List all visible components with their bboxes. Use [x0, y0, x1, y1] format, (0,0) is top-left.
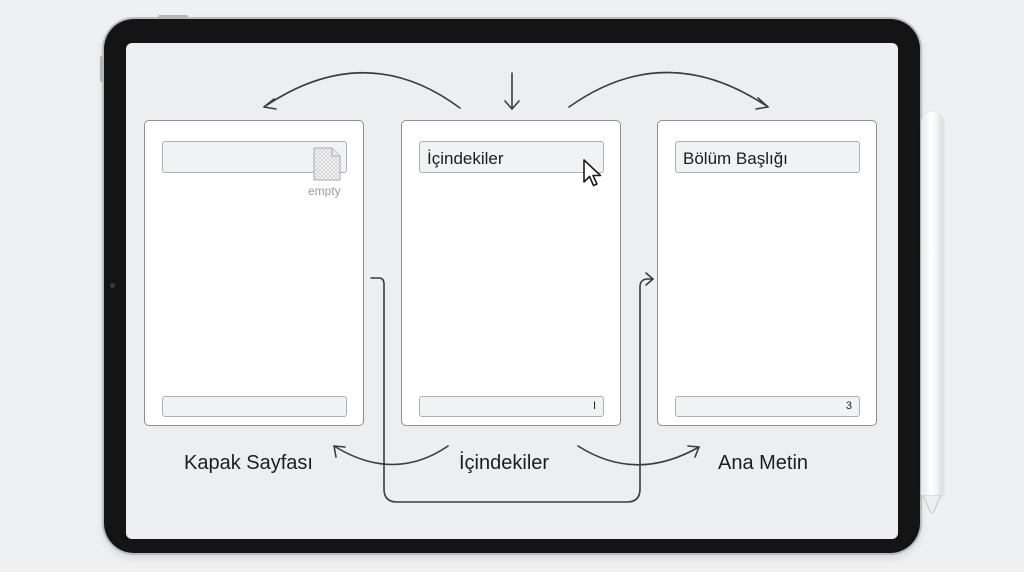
- cover-footer-placeholder[interactable]: [162, 396, 347, 417]
- body-caption: Ana Metin: [718, 452, 809, 474]
- arrow-top-left-head: [263, 98, 277, 110]
- arrow-bottom-right-head: [687, 445, 700, 458]
- body-page-number: 3: [845, 400, 852, 412]
- arrow-top-down-head: [504, 100, 520, 110]
- arrow-top-right: [568, 71, 769, 108]
- body-header-box[interactable]: Bölüm Başlığı: [675, 141, 860, 173]
- pencil-tip-icon: [922, 495, 942, 514]
- body-page[interactable]: Bölüm Başlığı 3: [657, 120, 877, 426]
- empty-file-icon: [313, 147, 341, 181]
- cover-caption: Kapak Sayfası: [184, 452, 313, 474]
- arrow-bracket-loop-head: [645, 272, 654, 286]
- empty-label: empty: [308, 184, 341, 198]
- toc-footer-box[interactable]: I: [419, 396, 604, 417]
- arrow-bottom-right: [577, 445, 700, 466]
- tablet-top-button: [158, 15, 188, 19]
- body-footer-box[interactable]: 3: [675, 396, 860, 417]
- camera-icon: [110, 283, 115, 288]
- toc-header-box[interactable]: İçindekiler: [419, 141, 604, 173]
- flow-arrows: [263, 71, 769, 503]
- toc-caption: İçindekiler: [459, 452, 550, 474]
- toc-page-number: I: [592, 400, 596, 412]
- mouse-cursor-icon: [583, 159, 602, 187]
- body-header-text: Bölüm Başlığı: [683, 149, 788, 168]
- arrow-top-right-head: [755, 97, 769, 110]
- toc-header-text: İçindekiler: [427, 149, 504, 168]
- tablet-side-button: [100, 56, 104, 82]
- arrow-bracket-loop: [370, 277, 654, 503]
- arrow-top-left: [263, 71, 461, 109]
- arrow-bottom-left: [333, 445, 449, 466]
- tablet-screen: empty İçindekiler I Bölüm Başlığı 3: [126, 43, 898, 539]
- stylus-pencil: [921, 112, 943, 514]
- arrow-bottom-left-head: [333, 445, 346, 458]
- cover-page[interactable]: empty: [144, 120, 364, 426]
